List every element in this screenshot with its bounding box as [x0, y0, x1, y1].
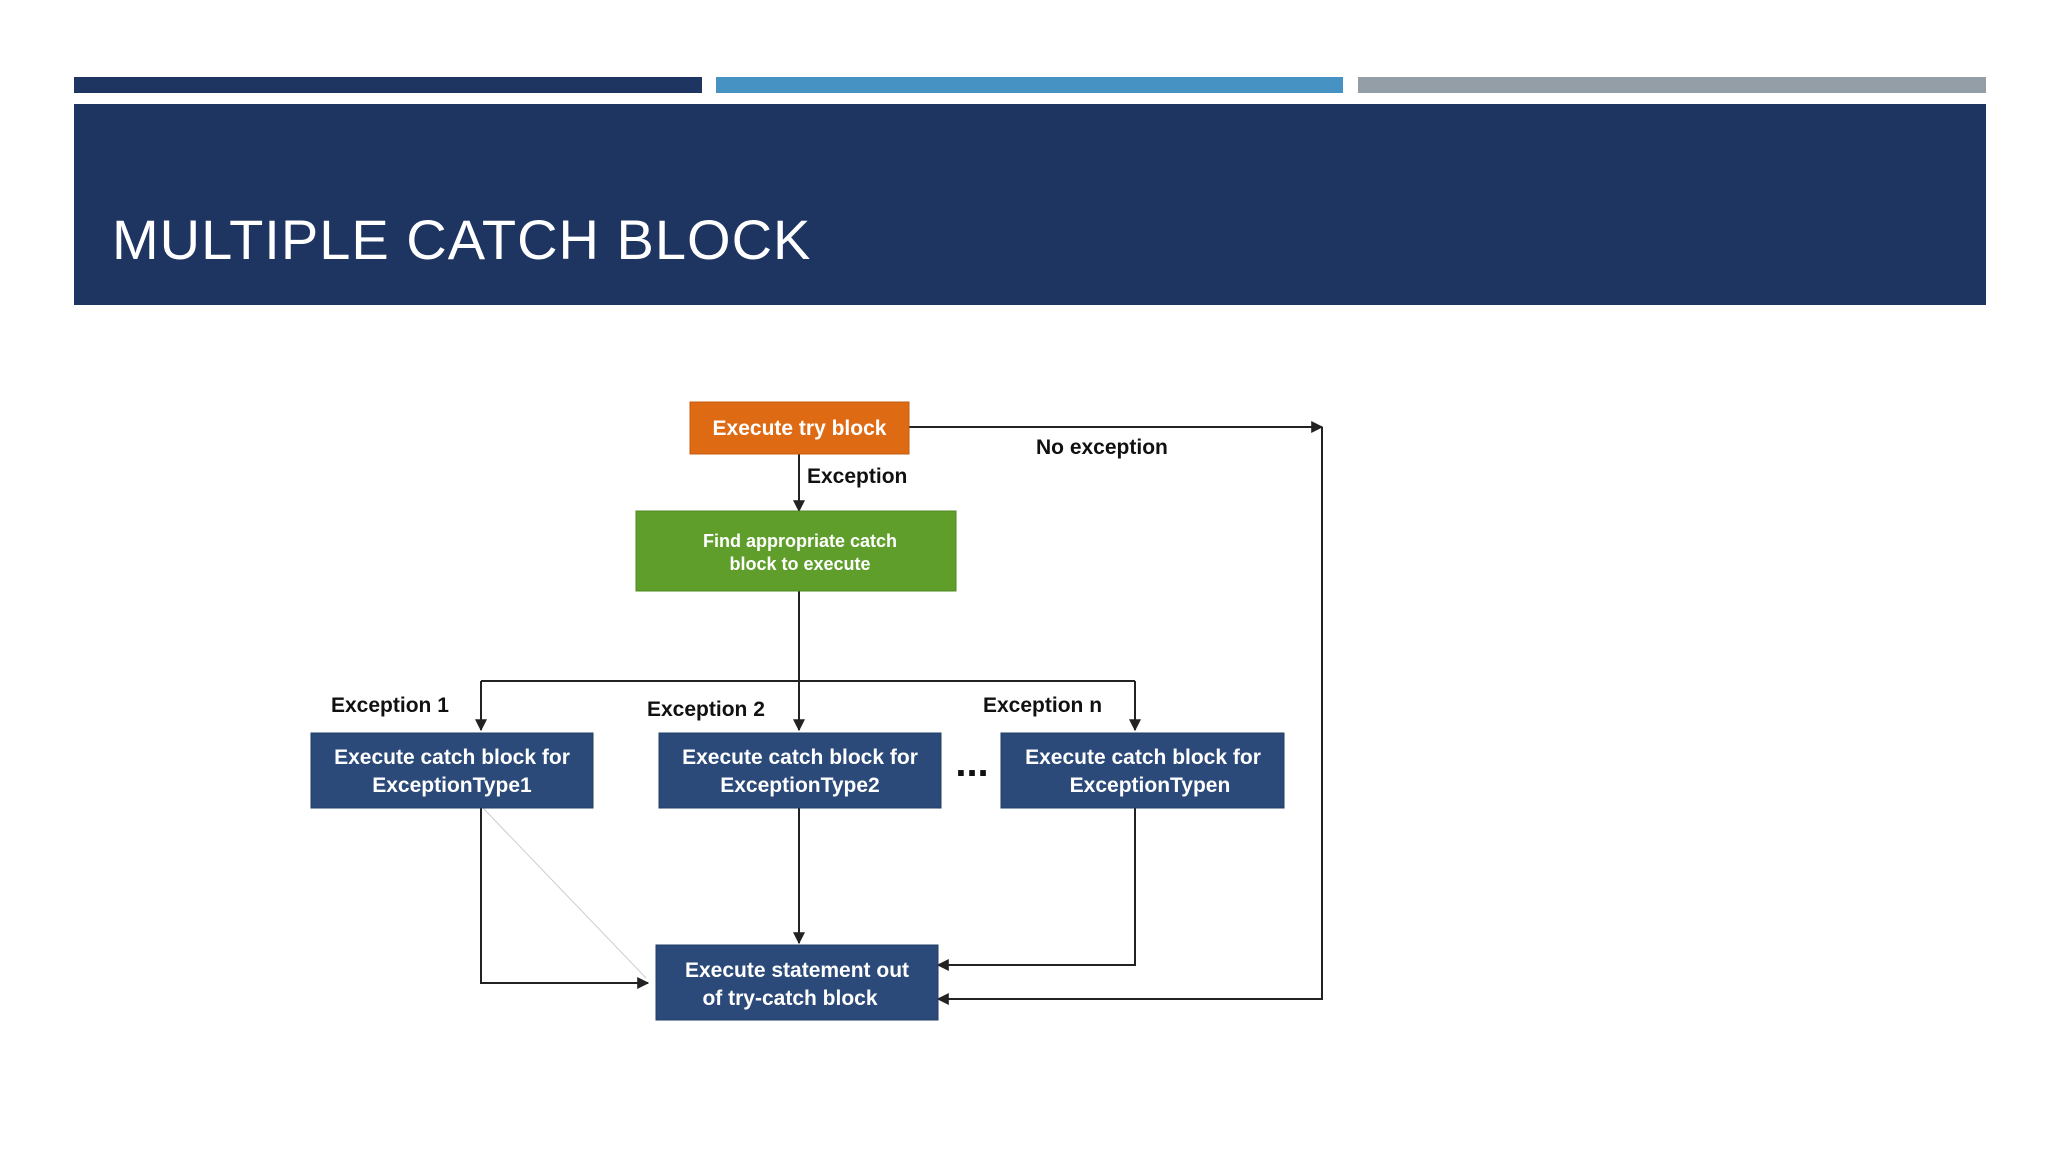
node-execute-statement-out-box [655, 944, 939, 1021]
title-banner: MULTIPLE CATCH BLOCK [74, 104, 1986, 305]
node-find-catch-block-label-line-2: block to execute [729, 554, 870, 574]
node-catch-exception-type-n-box [1000, 732, 1285, 809]
node-catch-exception-type-1-label-line-2: ExceptionType1 [372, 774, 532, 797]
edge-no-exception-return [936, 427, 1323, 1005]
accent-bar-light-blue [716, 77, 1343, 93]
edge-catch1-diagonal-faint [482, 807, 647, 979]
node-find-catch-block: Find appropriate catch block to execute [635, 510, 957, 592]
node-catch-exception-type-2-box [658, 732, 942, 809]
node-execute-statement-out-label-line-2: of try-catch block [702, 987, 877, 1010]
accent-bar-dark-blue [74, 77, 702, 93]
node-execute-statement-out-label-line-1: Execute statement out [685, 959, 909, 982]
node-execute-try-block-box [689, 401, 910, 455]
node-catch-exception-type-2: Execute catch block for ExceptionType2 [658, 732, 942, 809]
ellipsis-more-catch-blocks: ... [955, 741, 988, 785]
node-catch-exception-type-n-label-line-1: Execute catch block for [1025, 746, 1261, 769]
edge-label-exception-1: Exception 1 [331, 694, 449, 717]
edge-label-exception-2: Exception 2 [647, 698, 765, 721]
node-catch-exception-type-1: Execute catch block for ExceptionType1 [310, 732, 594, 809]
flowchart-edge-labels: Exception No exception Exception 1 Excep… [331, 436, 1168, 721]
flowchart-edges [475, 421, 1324, 1005]
edge-catch1-to-out [480, 808, 650, 989]
edge-label-exception-n: Exception n [983, 694, 1102, 717]
node-catch-exception-type-2-label-line-2: ExceptionType2 [720, 774, 880, 797]
edge-label-no-exception: No exception [1036, 436, 1168, 459]
node-execute-try-block-label: Execute try block [713, 417, 887, 440]
node-execute-statement-out: Execute statement out of try-catch block [655, 944, 939, 1021]
node-catch-exception-type-n-label-line-2: ExceptionTypen [1070, 774, 1231, 797]
edge-catchn-to-out [936, 808, 1136, 971]
node-catch-exception-type-1-box [310, 732, 594, 809]
node-find-catch-block-box [635, 510, 957, 592]
node-execute-try-block: Execute try block [689, 401, 910, 455]
node-catch-exception-type-n: Execute catch block for ExceptionTypen [1000, 732, 1285, 809]
node-find-catch-block-label-line-1: Find appropriate catch [703, 531, 897, 551]
slide-title: MULTIPLE CATCH BLOCK [112, 208, 812, 271]
node-catch-exception-type-2-label-line-1: Execute catch block for [682, 746, 918, 769]
edge-label-exception: Exception [807, 465, 907, 488]
node-catch-exception-type-1-label-line-1: Execute catch block for [334, 746, 570, 769]
accent-bar-gray [1358, 77, 1986, 93]
